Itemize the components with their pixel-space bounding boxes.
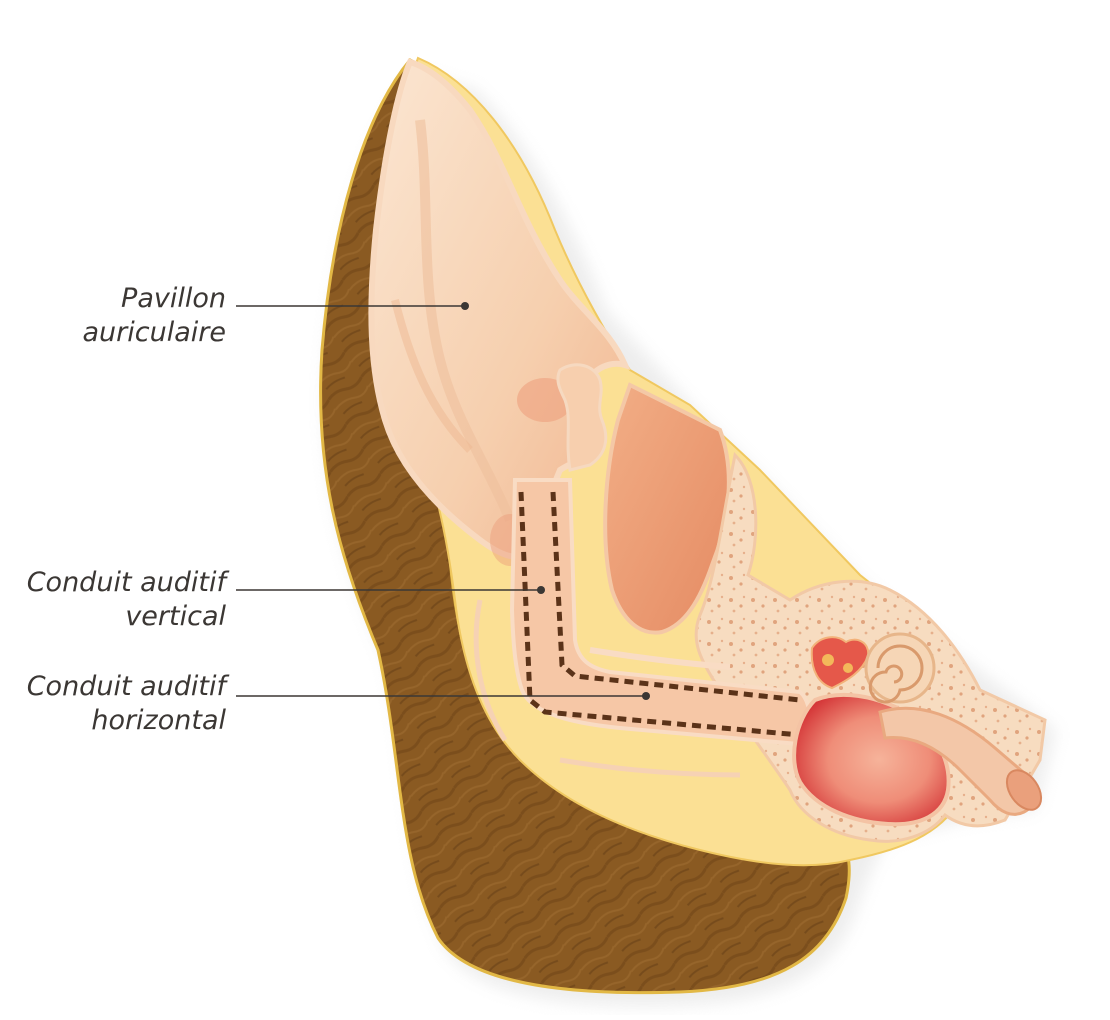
label-horizontal-line2: horizontal [27,704,226,738]
label-conduit-vertical: Conduit auditif vertical [27,566,226,634]
label-pavillon-line1: Pavillon [83,282,226,316]
label-conduit-horizontal: Conduit auditif horizontal [27,670,226,738]
label-vertical-line2: vertical [27,600,226,634]
leader-dot-horizontal [642,692,650,700]
label-pavillon-line2: auriculaire [83,316,226,350]
label-horizontal-line1: Conduit auditif [27,670,226,704]
label-vertical-line1: Conduit auditif [27,566,226,600]
leader-dot-pavillon [461,302,469,310]
cochlea [866,634,934,702]
label-pavillon-auriculaire: Pavillon auriculaire [83,282,226,350]
leader-dot-vertical [537,586,545,594]
